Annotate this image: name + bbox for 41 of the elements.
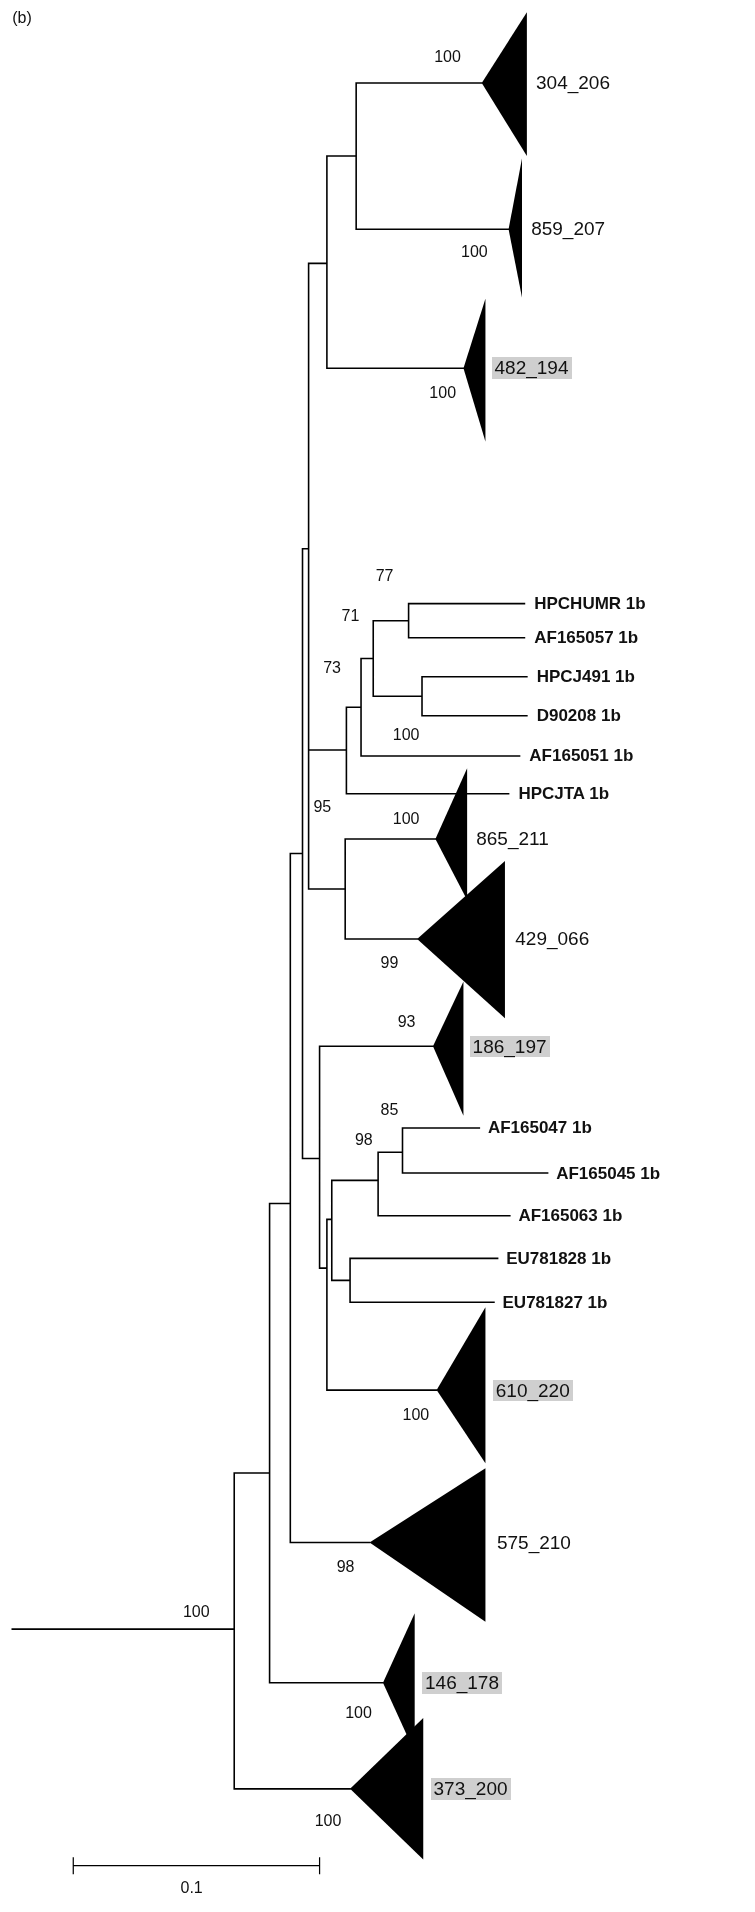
panel-label: (b) — [12, 9, 32, 28]
clade-label: 859_207 — [530, 218, 607, 241]
bootstrap-value: 98 — [336, 1558, 355, 1577]
clade-label: 186_197 — [469, 1035, 550, 1058]
bootstrap-value: 100 — [429, 383, 457, 402]
clade-label: 373_200 — [430, 1778, 511, 1801]
bootstrap-value: 100 — [392, 810, 420, 829]
bootstrap-value: 100 — [392, 726, 420, 745]
taxon-label: D90208 1b — [536, 706, 621, 726]
bootstrap-value: 77 — [375, 566, 394, 585]
bootstrap-value: 99 — [380, 954, 399, 973]
taxon-label: EU781828 1b — [506, 1248, 612, 1269]
taxon-label: HPCHUMR 1b — [534, 593, 646, 614]
bootstrap-value: 100 — [314, 1811, 342, 1831]
clade-label: 865_211 — [475, 828, 550, 851]
taxon-label: AF165047 1b — [487, 1118, 592, 1138]
taxon-label: AF165045 1b — [556, 1163, 661, 1184]
bootstrap-value: 100 — [402, 1405, 430, 1425]
bootstrap-value: 98 — [354, 1131, 373, 1150]
clade-label: 610_220 — [492, 1379, 573, 1402]
taxon-label: HPCJ491 1b — [536, 667, 635, 687]
bootstrap-value: 100 — [434, 48, 461, 67]
bootstrap-value: 93 — [397, 1012, 416, 1032]
taxon-label: AF165063 1b — [518, 1206, 623, 1226]
taxon-label: AF165057 1b — [534, 628, 639, 648]
bootstrap-value: 85 — [380, 1100, 399, 1120]
bootstrap-value: 73 — [323, 659, 341, 678]
bootstrap-value: 100 — [461, 243, 488, 262]
clade-label: 429_066 — [514, 928, 591, 951]
bootstrap-value: 100 — [182, 1603, 210, 1622]
taxon-label: AF165051 1b — [529, 746, 634, 766]
clade-label: 146_178 — [422, 1672, 502, 1695]
scale-bar-label: 0.1 — [180, 1878, 203, 1898]
bootstrap-value: 95 — [313, 798, 332, 817]
clade-label: 304_206 — [535, 72, 611, 94]
taxon-label: HPCJTA 1b — [518, 784, 610, 804]
bootstrap-value: 100 — [345, 1704, 372, 1723]
clade-label: 482_194 — [491, 357, 572, 380]
clade-label: 575_210 — [495, 1532, 572, 1554]
taxon-label: EU781827 1b — [502, 1292, 608, 1313]
bootstrap-value: 71 — [341, 606, 360, 626]
